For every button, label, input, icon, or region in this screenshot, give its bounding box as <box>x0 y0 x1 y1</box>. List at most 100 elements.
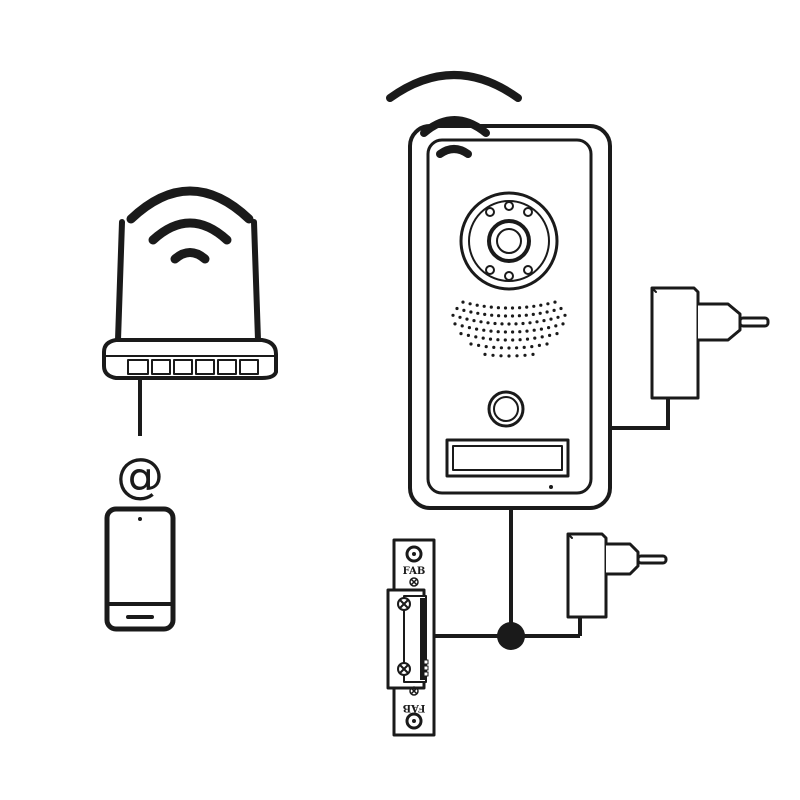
power-adapter-icon-2 <box>566 532 668 619</box>
speaker-hole <box>469 342 473 346</box>
wire-junction <box>497 622 525 650</box>
speaker-hole <box>484 345 488 349</box>
call-button <box>487 390 525 428</box>
speaker-hole <box>559 306 563 311</box>
smartphone-icon <box>104 506 176 632</box>
speaker-hole <box>499 354 503 358</box>
speaker-hole <box>481 336 485 340</box>
speaker-hole <box>459 332 463 336</box>
strike-screw-top <box>397 597 411 611</box>
ir-leds <box>485 201 533 281</box>
speaker-hole <box>515 354 519 358</box>
doorbell-wifi-icon <box>386 71 522 158</box>
speaker-hole <box>538 311 542 315</box>
speaker-hole <box>497 314 501 318</box>
video-doorbell <box>408 124 612 510</box>
speaker-hole <box>496 338 500 342</box>
strike-label-bottom: FAB <box>403 702 426 713</box>
speaker-hole <box>523 353 527 357</box>
speaker-hole <box>547 326 551 330</box>
speaker-hole <box>467 326 471 330</box>
speaker-hole <box>499 346 503 350</box>
speaker-hole <box>539 303 543 307</box>
speaker-hole <box>455 306 459 311</box>
speaker-hole <box>493 321 497 326</box>
speaker-hole <box>468 302 472 306</box>
speaker-hole <box>525 337 530 341</box>
speaker-hole <box>490 313 494 317</box>
speaker-hole <box>521 321 525 326</box>
speaker-hole <box>460 324 464 328</box>
router-ports <box>127 359 259 375</box>
speaker-hole <box>483 312 487 316</box>
speaker-hole <box>533 336 537 340</box>
speaker-hole <box>552 308 556 312</box>
speaker-hole <box>486 321 490 325</box>
router-antenna-right <box>251 219 261 343</box>
speaker-hole <box>503 314 508 318</box>
speaker-hole <box>510 330 515 334</box>
router <box>102 219 278 380</box>
router-antenna-left <box>115 219 125 343</box>
speaker-hole <box>531 352 535 356</box>
speaker-hole <box>549 317 553 321</box>
speaker-hole <box>545 342 549 346</box>
speaker-hole <box>479 320 483 324</box>
speaker-hole <box>496 330 500 334</box>
speaker-hole <box>482 304 486 308</box>
internet-at-symbol: @ <box>116 448 164 504</box>
wiring <box>432 508 582 638</box>
speaker-hole <box>477 343 481 347</box>
speaker-hole <box>472 319 476 323</box>
electric-strike-icon <box>386 538 436 737</box>
speaker-hole <box>475 327 479 331</box>
speaker-hole <box>532 304 536 308</box>
speaker-hole <box>511 338 515 342</box>
speaker-hole <box>545 310 549 314</box>
speaker-hole <box>525 305 529 309</box>
speaker-hole <box>540 335 544 339</box>
speaker-hole <box>510 314 515 318</box>
speaker-hole <box>537 343 542 347</box>
power-adapter-icon <box>650 286 770 400</box>
speaker-hole <box>518 330 522 334</box>
speaker-hole <box>482 328 486 332</box>
speaker-hole <box>535 320 539 324</box>
speaker-hole <box>514 322 518 326</box>
speaker-hole <box>488 337 493 341</box>
speaker-hole <box>510 306 515 310</box>
speaker-hole <box>555 332 559 336</box>
speaker-hole <box>507 346 511 350</box>
speaker-hole <box>503 330 507 334</box>
speaker-grille <box>451 300 567 358</box>
speaker-hole <box>561 322 565 326</box>
speaker-hole <box>548 333 552 337</box>
speaker-hole <box>458 315 462 319</box>
strike-screw-bottom <box>397 662 411 676</box>
speaker-hole <box>489 329 493 333</box>
speaker-hole <box>530 345 534 349</box>
speaker-hole <box>524 313 528 317</box>
speaker-hole <box>507 322 511 326</box>
speaker-hole <box>546 302 550 306</box>
speaker-hole <box>496 306 500 310</box>
strike-markers <box>409 577 419 696</box>
speaker-hole <box>461 300 465 304</box>
wifi-icon <box>126 186 254 264</box>
camera-icon <box>459 191 559 291</box>
speaker-hole <box>474 335 478 339</box>
speaker-hole <box>465 317 469 321</box>
speaker-hole <box>525 329 529 333</box>
status-led <box>549 485 553 489</box>
speaker-hole <box>522 345 526 349</box>
adapter-cable-top <box>610 398 670 430</box>
speaker-hole <box>556 315 560 319</box>
speaker-hole <box>518 338 522 342</box>
speaker-hole <box>532 328 536 332</box>
speaker-hole <box>469 310 473 314</box>
speaker-hole <box>507 354 511 358</box>
speaker-hole <box>503 338 507 342</box>
speaker-hole <box>542 319 546 323</box>
speaker-hole <box>462 308 466 312</box>
